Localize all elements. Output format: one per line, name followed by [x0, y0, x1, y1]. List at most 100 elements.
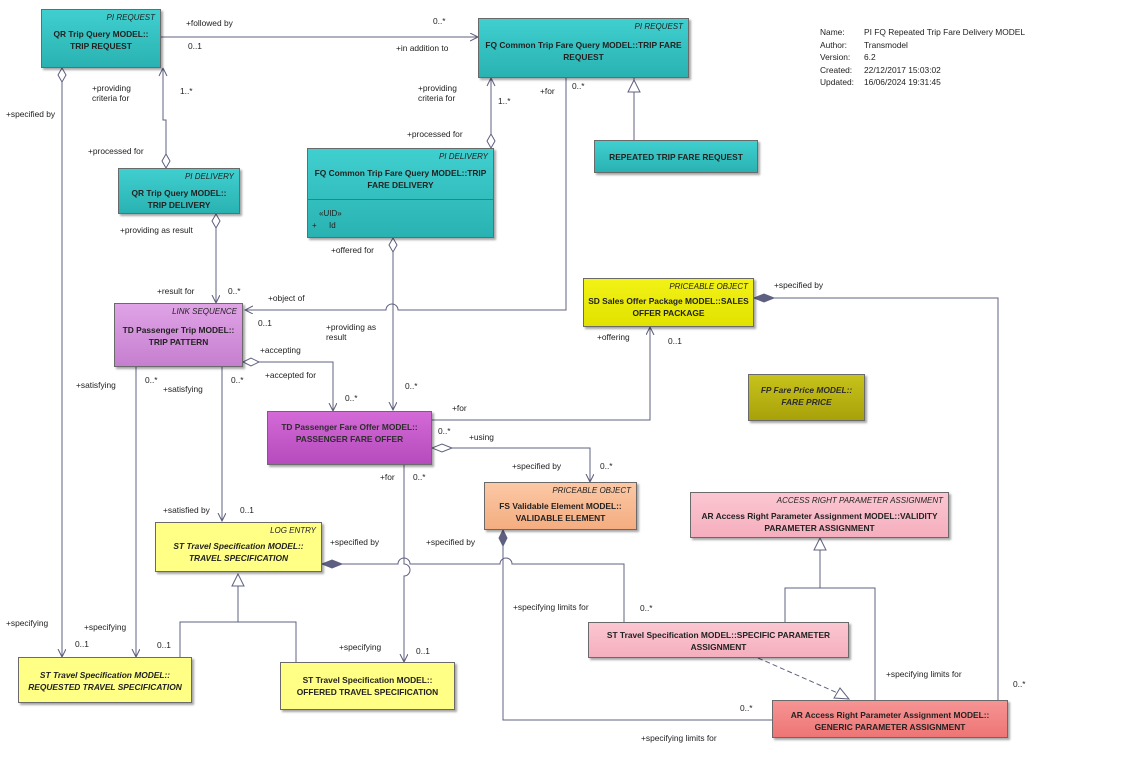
role-label: +specified by — [426, 537, 476, 547]
class-travel-specification[interactable]: LOG ENTRY ST Travel Specification MODEL:… — [155, 522, 322, 572]
name-key: Name: — [820, 27, 845, 37]
role-label: +providing as result — [326, 322, 377, 342]
role-label: +satisfying — [76, 380, 116, 390]
attribute-stereotype: «UID» — [319, 209, 342, 218]
class-title: SD Sales Offer Package MODEL::SALES OFFE… — [588, 296, 749, 318]
multiplicity-label: 0..* — [405, 381, 418, 391]
role-label: +specifying — [339, 642, 382, 652]
version-key: Version: — [820, 52, 851, 62]
updated-value: 16/06/2024 19:31:45 — [864, 77, 941, 87]
role-label: +in addition to — [396, 43, 449, 53]
role-label: +specifying limits for — [641, 733, 717, 743]
class-validity-parameter-assignment[interactable]: ACCESS RIGHT PARAMETER ASSIGNMENT AR Acc… — [690, 492, 949, 538]
role-label: +accepted for — [265, 370, 316, 380]
role-label: +specifying limits for — [513, 602, 589, 612]
class-trip-fare-request[interactable]: PI REQUEST FQ Common Trip Fare Query MOD… — [478, 18, 689, 78]
name-value: PI FQ Repeated Trip Fare Delivery MODEL — [864, 27, 1026, 37]
class-title: REPEATED TRIP FARE REQUEST — [609, 152, 743, 162]
class-title: TD Passenger Fare Offer MODEL:: PASSENGE… — [281, 422, 418, 444]
assoc-validable-specified-by — [502, 530, 772, 721]
multiplicity-label: 0..* — [413, 472, 426, 482]
stereotype: PRICEABLE OBJECT — [669, 282, 748, 291]
multiplicity-label: 0..* — [231, 375, 244, 385]
role-label: +processed for — [407, 129, 463, 139]
multiplicity-label: 0..* — [600, 461, 613, 471]
updated-key: Updated: — [820, 77, 854, 87]
class-trip-delivery[interactable]: PI DELIVERY QR Trip Query MODEL:: TRIP D… — [118, 168, 240, 214]
class-validable-element[interactable]: PRICEABLE OBJECT FS Validable Element MO… — [484, 482, 637, 530]
role-label: +satisfying — [163, 384, 203, 394]
attribute-visibility: + — [312, 221, 317, 230]
class-fare-price[interactable]: FP Fare Price MODEL:: FARE PRICE — [748, 374, 865, 421]
class-title: ST Travel Specification MODEL::SPECIFIC … — [606, 630, 831, 652]
class-repeated-trip-fare-request[interactable]: REPEATED TRIP FARE REQUEST — [594, 140, 758, 173]
version-value: 6.2 — [864, 52, 876, 62]
role-label: +specified by — [774, 280, 824, 290]
multiplicity-label: 0..* — [433, 16, 446, 26]
role-label: +satisfied by — [163, 505, 210, 515]
multiplicity-label: 0..* — [740, 703, 753, 713]
class-title: ST Travel Specification MODEL:: OFFERED … — [296, 675, 439, 697]
assoc-trip-delivery-processed — [162, 68, 167, 168]
role-label: +object of — [268, 293, 305, 303]
role-label: +providing criteria for — [418, 83, 457, 103]
class-title: ST Travel Specification MODEL:: TRAVEL S… — [173, 541, 304, 563]
stereotype: PRICEABLE OBJECT — [552, 486, 631, 495]
class-sales-offer-package[interactable]: PRICEABLE OBJECT SD Sales Offer Package … — [583, 278, 754, 327]
multiplicity-label: 0..1 — [75, 639, 89, 649]
stereotype: ACCESS RIGHT PARAMETER ASSIGNMENT — [776, 496, 943, 505]
role-label: +providing as result — [120, 225, 193, 235]
assoc-using — [432, 447, 590, 482]
class-specific-parameter-assignment[interactable]: ST Travel Specification MODEL::SPECIFIC … — [588, 622, 849, 658]
created-key: Created: — [820, 64, 853, 75]
multiplicity-label: 0..* — [1013, 679, 1026, 689]
class-requested-travel-specification[interactable]: ST Travel Specification MODEL:: REQUESTE… — [18, 657, 192, 703]
role-label: +followed by — [186, 18, 233, 28]
class-trip-fare-delivery[interactable]: PI DELIVERY FQ Common Trip Fare Query MO… — [307, 148, 494, 238]
role-label: +for — [540, 86, 555, 96]
role-label: +specified by — [512, 461, 562, 471]
assoc-accepting — [243, 361, 333, 411]
multiplicity-label: 0..* — [572, 81, 585, 91]
assoc-offer-for — [404, 465, 411, 662]
class-title: AR Access Right Parameter Assignment MOD… — [790, 710, 990, 732]
role-label: +offering — [597, 332, 630, 342]
stereotype: PI REQUEST — [634, 22, 683, 31]
multiplicity-label: 1..* — [498, 96, 511, 106]
class-generic-parameter-assignment[interactable]: AR Access Right Parameter Assignment MOD… — [772, 700, 1008, 738]
multiplicity-label: 0..* — [145, 375, 158, 385]
attribute-divider — [308, 199, 493, 200]
class-title: QR Trip Query MODEL:: TRIP DELIVERY — [131, 188, 227, 210]
multiplicity-label: 0..1 — [157, 640, 171, 650]
diamond-trip-delivery — [161, 152, 171, 170]
role-label: +offered for — [331, 245, 374, 255]
class-title: FQ Common Trip Fare Query MODEL::TRIP FA… — [485, 40, 682, 62]
class-title: QR Trip Query MODEL:: TRIP REQUEST — [53, 29, 149, 51]
multiplicity-label: 0..1 — [258, 318, 272, 328]
diamond-request-specifying — [57, 66, 67, 84]
class-title: AR Access Right Parameter Assignment MOD… — [701, 511, 938, 533]
multiplicity-label: 0..1 — [240, 505, 254, 515]
multiplicity-label: 0..* — [640, 603, 653, 613]
class-passenger-fare-offer[interactable]: TD Passenger Fare Offer MODEL:: PASSENGE… — [267, 411, 432, 465]
class-offered-travel-specification[interactable]: ST Travel Specification MODEL:: OFFERED … — [280, 662, 455, 710]
class-title: FS Validable Element MODEL:: VALIDABLE E… — [499, 501, 622, 523]
role-label: +for — [452, 403, 467, 413]
class-title: TD Passenger Trip MODEL:: TRIP PATTERN — [122, 325, 235, 347]
generalization-travel-spec — [179, 576, 297, 662]
role-label: +specifying limits for — [886, 669, 962, 679]
role-label: +specified by — [330, 537, 380, 547]
role-label: +accepting — [260, 345, 301, 355]
multiplicity-label: 0..* — [228, 286, 241, 296]
author-key: Author: — [820, 39, 848, 50]
class-title: FP Fare Price MODEL:: FARE PRICE — [760, 385, 853, 407]
role-label: +specified by — [6, 109, 56, 119]
class-title: ST Travel Specification MODEL:: REQUESTE… — [28, 670, 182, 692]
role-label: +providing criteria for — [92, 83, 131, 103]
multiplicity-label: 0..* — [345, 393, 358, 403]
class-trip-pattern[interactable]: LINK SEQUENCE TD Passenger Trip MODEL:: … — [114, 303, 243, 367]
class-trip-request[interactable]: PI REQUEST QR Trip Query MODEL:: TRIP RE… — [41, 9, 161, 68]
multiplicity-label: 0..* — [438, 426, 451, 436]
realization-specific-generic — [757, 657, 841, 695]
